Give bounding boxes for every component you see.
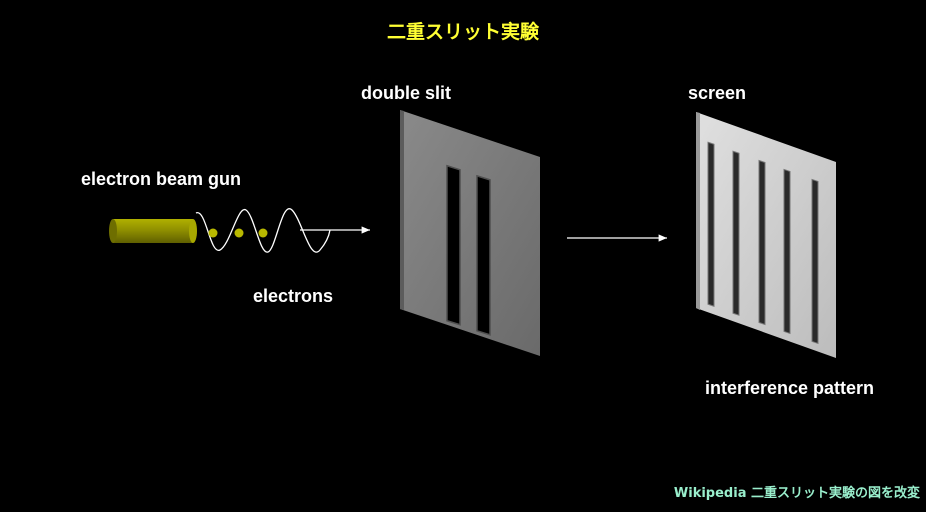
screen-panel [696, 112, 836, 358]
slit [476, 174, 491, 336]
double-slit-label: double slit [361, 83, 451, 103]
double-slit-panel [400, 110, 540, 356]
electron-dot [234, 228, 244, 238]
source-credit: Wikipedia 二重スリット実験の図を改変 [674, 485, 920, 501]
electron-dot [258, 228, 268, 238]
electron-group [208, 228, 268, 238]
interference-fringe [707, 141, 715, 307]
electrons-label: electrons [253, 286, 333, 306]
interference-fringe [732, 150, 740, 316]
screen-label: screen [688, 83, 746, 103]
interference-pattern-label: interference pattern [705, 378, 874, 398]
interference-fringe [811, 178, 819, 345]
diagram-title: 二重スリット実験 [387, 20, 540, 43]
interference-fringe [783, 168, 791, 335]
slit [446, 164, 461, 326]
electron-dot [208, 228, 218, 238]
electron-gun [109, 219, 197, 243]
electron-gun-label: electron beam gun [81, 169, 241, 189]
electron-wave [195, 208, 331, 253]
interference-fringe [758, 159, 766, 326]
